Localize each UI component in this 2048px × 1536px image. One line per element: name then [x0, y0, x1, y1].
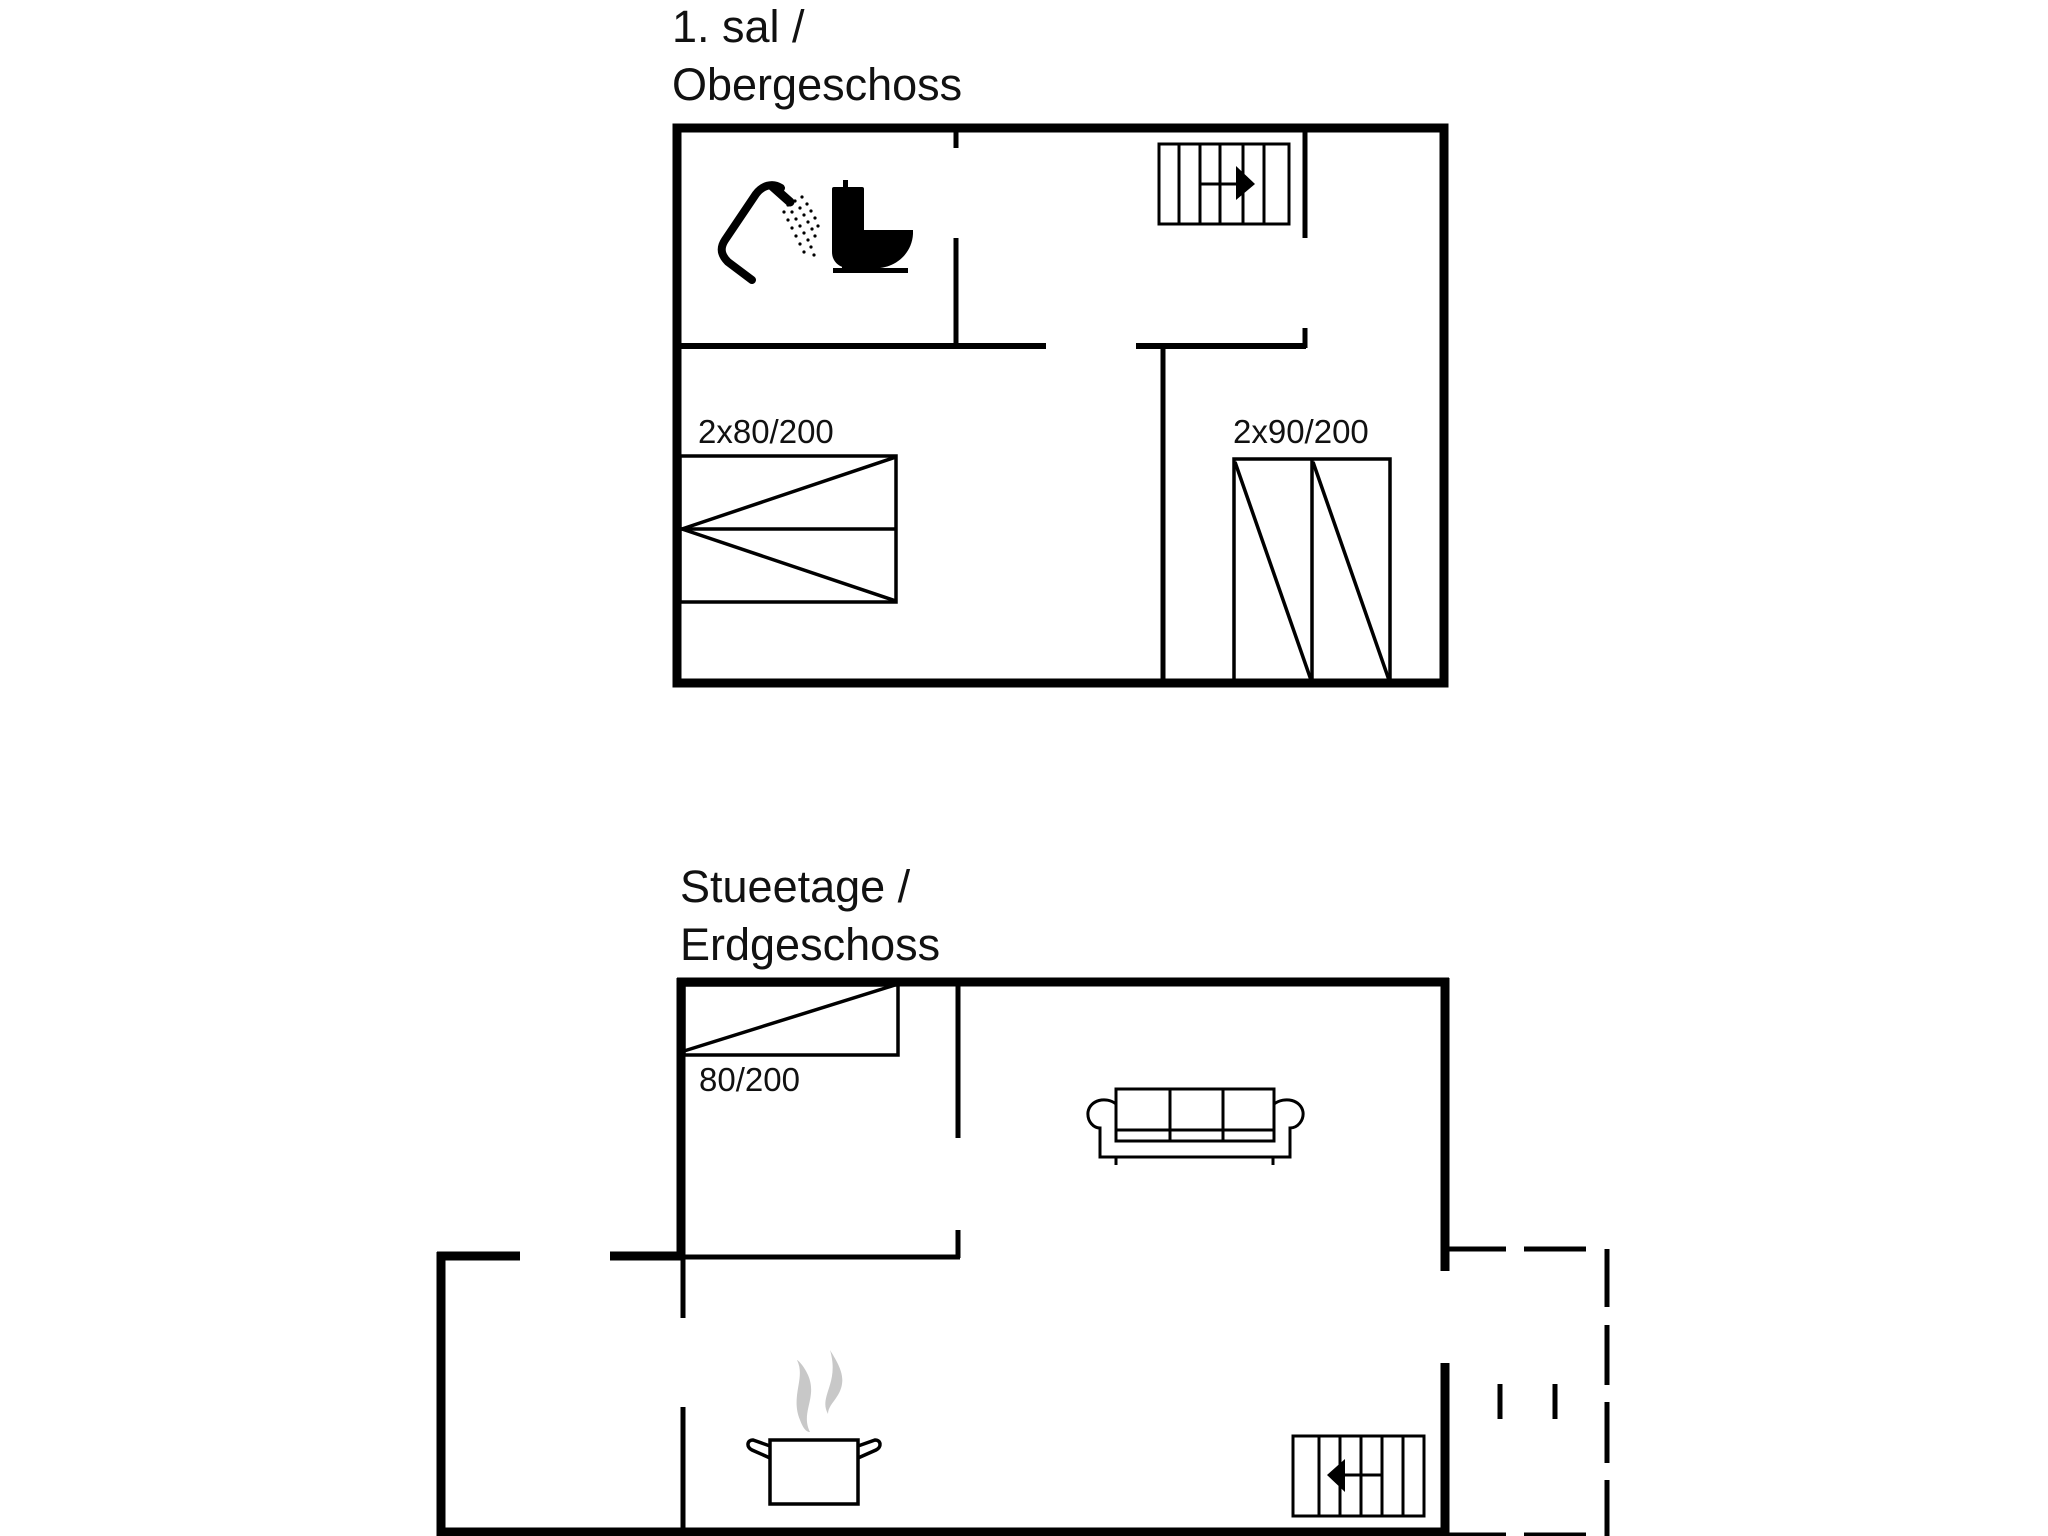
ground-floor-label-line1: Stueetage /	[680, 861, 911, 912]
shower-icon	[717, 181, 820, 284]
upper-outer-wall	[672, 123, 1449, 688]
bed-label-2x80: 2x80/200	[698, 413, 834, 450]
bed-2x80-icon	[678, 454, 898, 604]
sofa-icon	[1086, 1087, 1305, 1165]
bed-label-80: 80/200	[699, 1061, 800, 1098]
upper-floor-label-line1: 1. sal /	[672, 1, 805, 52]
cooking-pot-icon	[746, 1350, 882, 1506]
stair-up-arrow-icon	[1236, 166, 1255, 200]
bed-80-icon	[682, 983, 900, 1057]
bed-2x90-icon	[1232, 457, 1392, 683]
terrace-dashed-outline	[1449, 1246, 1610, 1536]
stair-icon	[1291, 1434, 1426, 1518]
upper-floor	[672, 123, 1449, 688]
ground-floor	[436, 977, 1610, 1536]
stair-arrow-icon	[1327, 1459, 1345, 1492]
toilet-icon	[832, 180, 913, 273]
ground-floor-label: Stueetage / Erdgeschoss	[680, 858, 940, 974]
ground-floor-label-line2: Erdgeschoss	[680, 919, 941, 970]
upper-floor-label-line2: Obergeschoss	[672, 59, 963, 110]
upper-floor-label: 1. sal / Obergeschoss	[672, 0, 962, 114]
bed-label-2x90: 2x90/200	[1233, 413, 1369, 450]
stair-up-icon	[1157, 142, 1291, 226]
